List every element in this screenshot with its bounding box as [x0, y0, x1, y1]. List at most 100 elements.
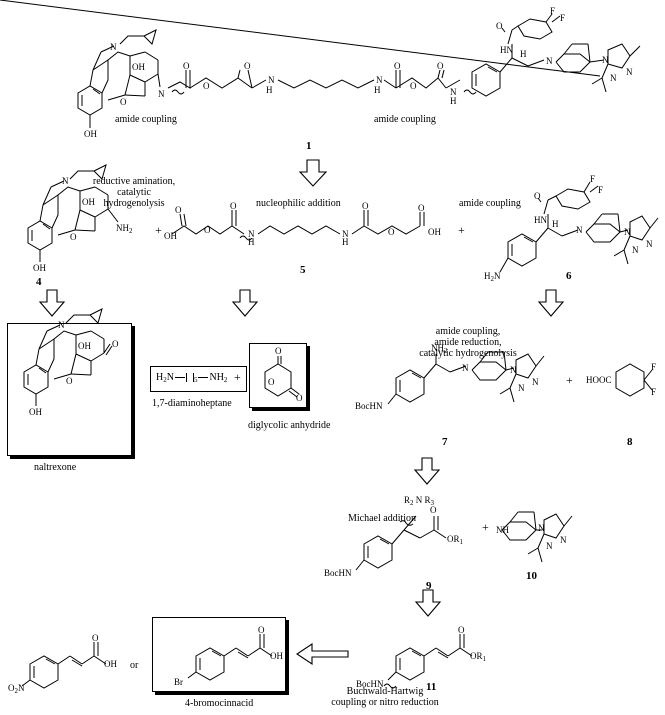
c7-tropane-n: N: [462, 363, 469, 373]
c5-oh: OH: [428, 227, 441, 237]
naltrexone-box: [7, 323, 132, 456]
nitro-acid-oh: OH: [104, 659, 117, 669]
c5-o2: O: [204, 225, 211, 235]
c1-o-label: O: [120, 97, 127, 107]
c5-n2: N: [342, 229, 349, 239]
c6-amide-o: O: [534, 191, 541, 201]
reductive-line-3: hydrogenolysis: [103, 198, 165, 209]
c4-o-label: O: [70, 232, 77, 242]
c5-o1: O: [175, 205, 182, 215]
c4-oh-label: OH: [82, 197, 95, 207]
c1-h-stereo: H: [520, 49, 527, 59]
anhydride-o-top: O: [275, 346, 282, 356]
buchwald-line-1: Buchwald-Hartwig: [346, 686, 424, 697]
c1-n2: N: [376, 75, 383, 85]
c1-phenyl: [471, 63, 501, 97]
compound-9-structure: [355, 515, 447, 571]
compound-number-5: 5: [300, 264, 306, 276]
step7-line-1: amide coupling,: [435, 326, 501, 337]
label-amide-coupling-6: amide coupling: [459, 198, 521, 209]
c10-triazole-n1: N: [538, 523, 545, 533]
compound-5-structure: [171, 210, 425, 241]
c1-o3: O: [244, 61, 251, 71]
c1-o2: O: [203, 81, 210, 91]
compound-number-8: 8: [627, 436, 633, 448]
c4-nh2-label: NH2: [116, 223, 133, 236]
label-naltrexone: naltrexone: [34, 462, 77, 473]
nal-n-label: N: [58, 320, 65, 330]
retro-arrow-5: [231, 289, 259, 317]
c7-triazole-n1: N: [510, 365, 517, 375]
diaminoheptane-box: [150, 366, 247, 392]
c10-triazole-n3: N: [546, 541, 553, 551]
compound-4-structure: [27, 164, 119, 262]
retro-arrow-6: [537, 289, 565, 317]
c6-f2: F: [598, 185, 604, 195]
c5-h1: H: [248, 237, 255, 247]
plus-diamine-anhydride: +: [234, 370, 241, 384]
nal-phenol-label: OH: [29, 407, 42, 417]
c9-o: O: [430, 505, 437, 515]
nitro-o2n-label: O2N: [8, 683, 25, 696]
reductive-line-2: catalytic: [117, 187, 151, 198]
c6-f1: F: [590, 174, 596, 184]
c1-n1: N: [268, 75, 275, 85]
c1-cyclohexane: [517, 18, 553, 40]
c7-bochn: BocHN: [355, 401, 383, 411]
plus-5-6: +: [458, 223, 465, 237]
c6-triazole-n2: N: [646, 239, 653, 249]
compound-number-6: 6: [566, 270, 572, 282]
compound-7-structure: [387, 351, 545, 405]
c5-ho: OH: [164, 231, 177, 241]
step7-line-3: catalytic hydrogenolysis: [419, 348, 517, 359]
nal-oh-label: OH: [78, 341, 91, 351]
c1-wavy-right: [463, 89, 477, 95]
c1-tropane-n: N: [546, 56, 553, 66]
label-step-7: amide coupling, amide reduction, catalyt…: [398, 326, 538, 359]
c5-o6: O: [418, 203, 425, 213]
c6-triazole-n1: N: [624, 227, 631, 237]
c8-f1: F: [651, 362, 657, 372]
bromocinnamic-acid-structure: [187, 634, 273, 681]
label-buchwald-hartwig: Buchwald-Hartwig coupling or nitro reduc…: [330, 686, 440, 708]
c9-or1: OR1: [447, 534, 464, 547]
label-michael-addition: Michael addition: [348, 513, 417, 524]
c1-o4: O: [394, 61, 401, 71]
label-reductive-amination: reductive amination, catalytic hydrogeno…: [88, 176, 180, 209]
c1-n3: N: [450, 87, 457, 97]
c6-h2n-label: H2N: [484, 271, 501, 284]
compound-number-11: 11: [426, 681, 437, 693]
nal-ketone-o: O: [112, 339, 119, 349]
nal-o-label: O: [66, 376, 73, 386]
c4-phenol-label: OH: [33, 263, 46, 273]
c1-amide-o: O: [496, 21, 503, 31]
bromo-acid-oh: OH: [270, 651, 283, 661]
bromocinnamic-box: [152, 617, 286, 692]
retro-arrow-9: [414, 589, 442, 617]
label-nucleophilic-addition: nucleophilic addition: [256, 198, 341, 209]
c7-triazole-n2: N: [532, 377, 539, 387]
c11-or1: OR1: [470, 651, 487, 664]
c6-h: H: [552, 219, 559, 229]
label-bromocinnacid: 4-bromocinnacid: [185, 698, 254, 709]
compound-8-structure: [615, 363, 653, 397]
compound-11-structure: [383, 634, 473, 689]
retro-arrow-4: [38, 289, 66, 317]
plus-4-5: +: [155, 223, 162, 237]
c1-triazole-n1: N: [602, 55, 609, 65]
reductive-line-1: reductive amination,: [92, 176, 176, 187]
label-diaminoheptane: 1,7-diaminoheptane: [152, 398, 232, 409]
c1-wavy-left: [171, 89, 185, 95]
c1-phenol-label: OH: [84, 129, 97, 139]
c1-o6: O: [437, 61, 444, 71]
c1-o1: O: [183, 61, 190, 71]
retro-arrow-7: [413, 457, 441, 485]
c1-triazole: [607, 43, 631, 69]
c4-n-label: N: [62, 176, 69, 186]
c11-o: O: [458, 625, 465, 635]
c1-h3: H: [450, 96, 457, 106]
c8-f2: F: [651, 387, 657, 397]
c7-nh2-label: NH2: [431, 343, 448, 356]
label-diglycolic-anhydride: diglycolic anhydride: [248, 420, 331, 431]
